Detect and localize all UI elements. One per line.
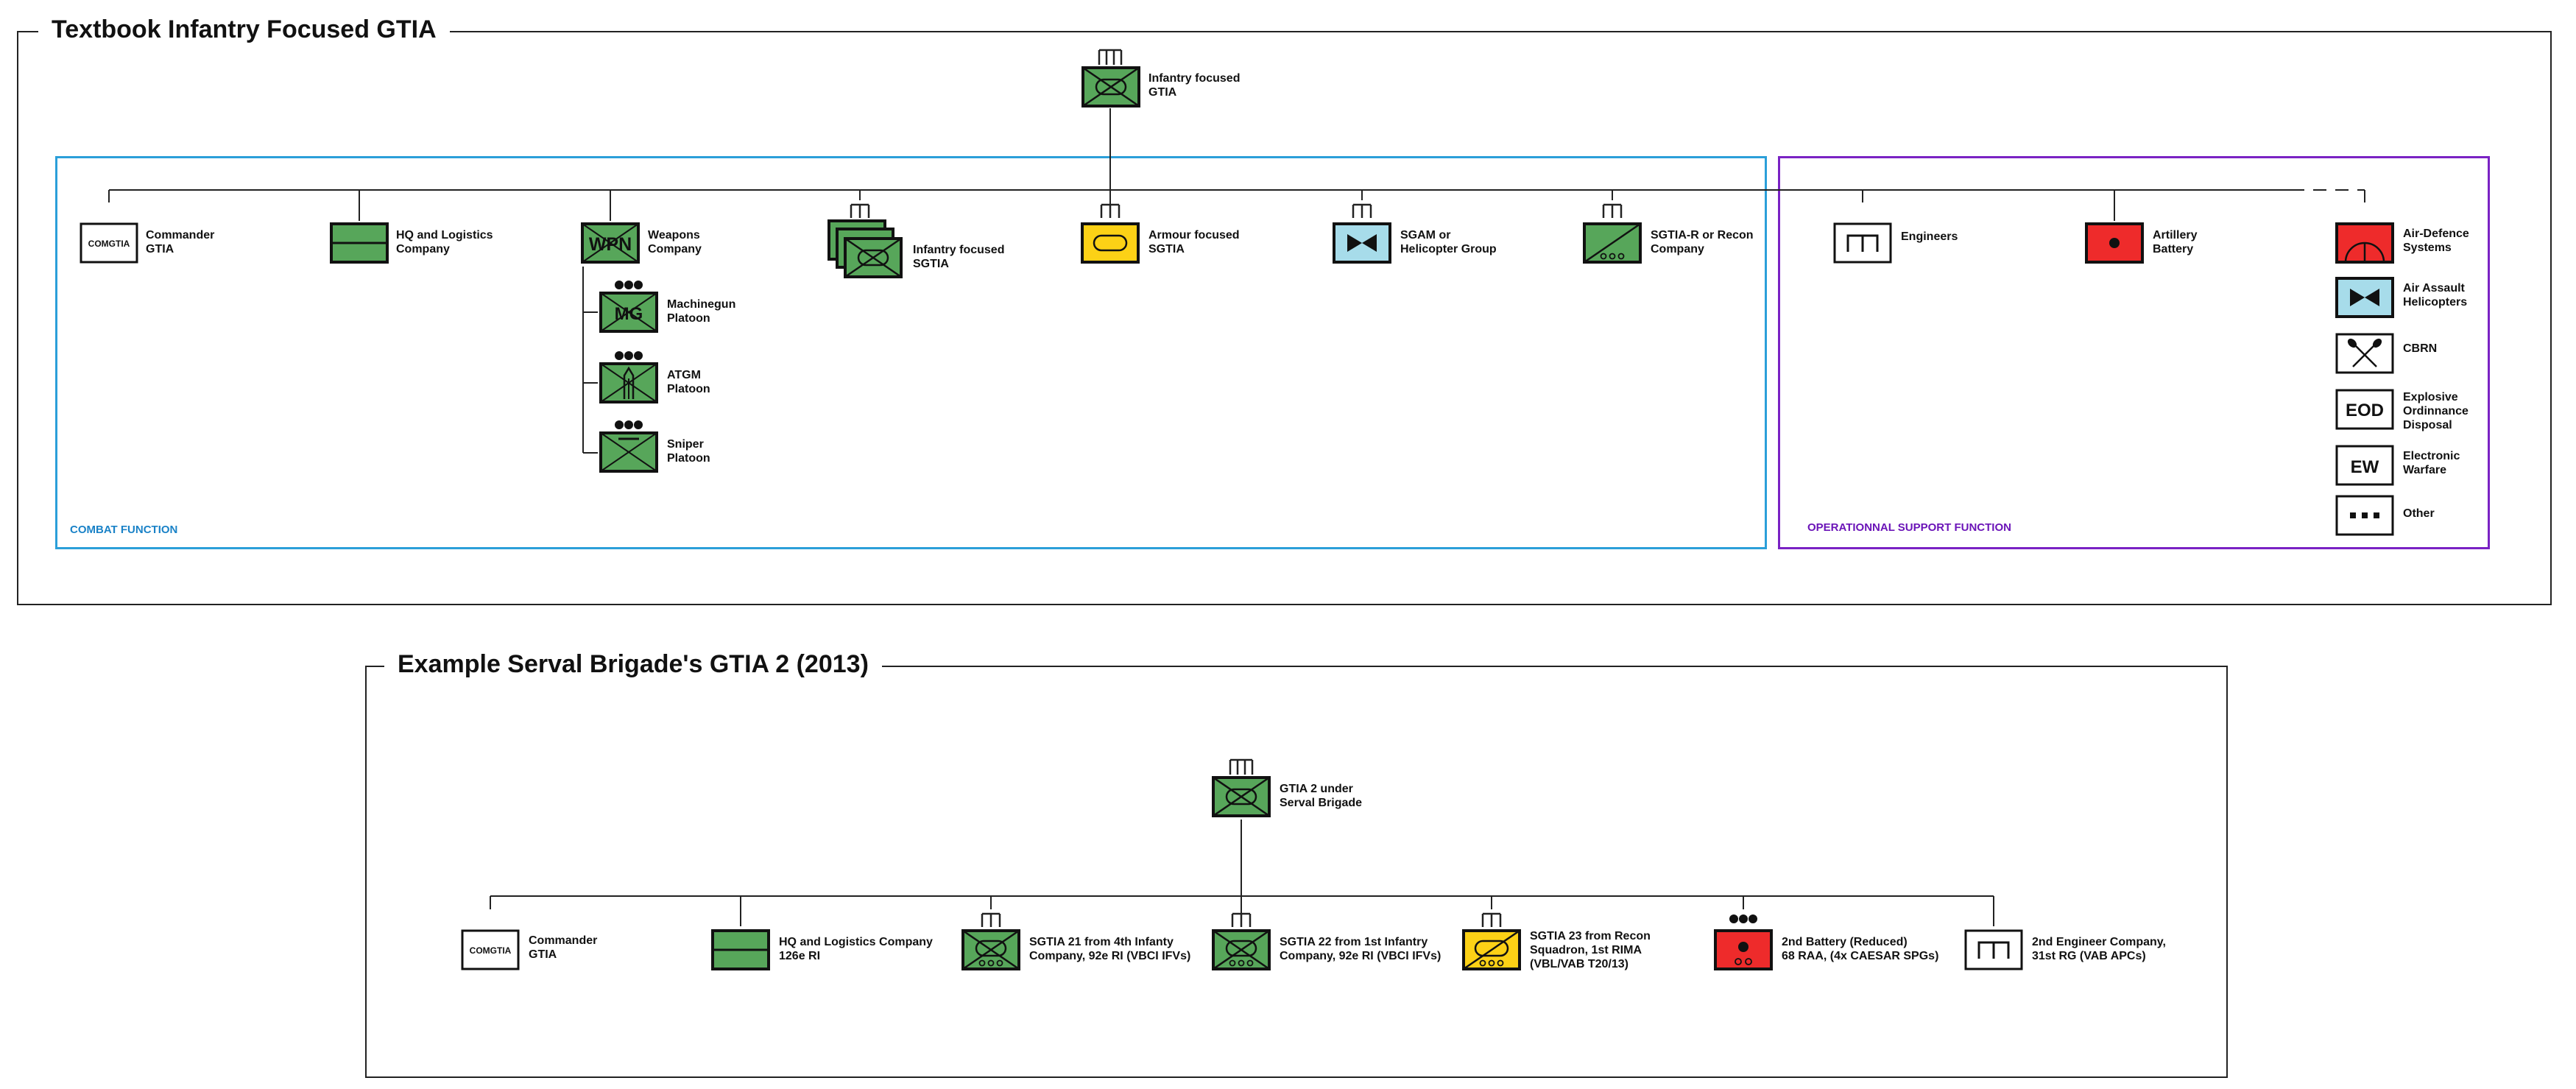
- machinegun-icon[interactable]: MG: [599, 292, 658, 333]
- company-echelon-icon: [1352, 203, 1372, 218]
- hq-logistics-icon[interactable]: [711, 929, 770, 970]
- battalion-echelon-icon: [1229, 758, 1254, 775]
- atgm-platoon-label: ATGM Platoon: [667, 369, 710, 395]
- armour-sgtia-label: Armour focused SGTIA: [1148, 229, 1240, 255]
- example-battery-label: 2nd Battery (Reduced) 68 RAA, (4x CAESAR…: [1782, 936, 1939, 962]
- eod-label: Explosive Ordinnance Disposal: [2403, 391, 2469, 431]
- wheeled-infantry-icon[interactable]: [961, 929, 1020, 970]
- combat-function-box: [55, 156, 1767, 549]
- company-echelon-icon: [981, 912, 1001, 927]
- platoon-echelon-dots: [615, 281, 643, 289]
- recon-company-label: SGTIA-R or Recon Company: [1651, 229, 1754, 255]
- ew-icon[interactable]: EW: [2335, 445, 2394, 486]
- example-commander-label: Commander GTIA: [529, 934, 598, 961]
- wheeled-recon-icon[interactable]: [1462, 929, 1521, 970]
- command-post-icon[interactable]: COMGTIA: [461, 929, 520, 970]
- platoon-echelon-dots: [1729, 914, 1757, 923]
- company-echelon-icon: [850, 203, 870, 218]
- helicopter-icon[interactable]: [1333, 222, 1391, 264]
- platoon-echelon-dots: [615, 351, 643, 360]
- commander-gtia-label: Commander GTIA: [146, 229, 215, 255]
- example-root-label: GTIA 2 under Serval Brigade: [1280, 783, 1363, 809]
- cbrn-label: CBRN: [2403, 342, 2438, 355]
- other-icon[interactable]: [2335, 495, 2394, 536]
- infantry-sgtia-label: Infantry focused SGTIA: [913, 244, 1005, 270]
- textbook-gtia-title: Textbook Infantry Focused GTIA: [38, 15, 450, 44]
- company-echelon-icon: [1231, 912, 1252, 927]
- wheeled-infantry-icon[interactable]: [1212, 929, 1271, 970]
- engineer-icon[interactable]: [1833, 222, 1892, 264]
- weapons-company-label: Weapons Company: [648, 229, 702, 255]
- battalion-echelon-icon: [1098, 49, 1123, 65]
- hq-logistics-label: HQ and Logistics Company: [396, 229, 493, 255]
- example-gtia-title: Example Serval Brigade's GTIA 2 (2013): [384, 649, 882, 679]
- machinegun-platoon-label: Machinegun Platoon: [667, 298, 736, 325]
- sniper-icon[interactable]: [599, 431, 658, 473]
- example-sgtia23-label: SGTIA 23 from Recon Squadron, 1st RIMA (…: [1530, 930, 1651, 970]
- engineers-label: Engineers: [1901, 230, 1958, 243]
- root-gtia-label: Infantry focused GTIA: [1148, 72, 1241, 99]
- machinegun-symbol-text: MG: [615, 304, 643, 324]
- armour-icon[interactable]: [1081, 222, 1140, 264]
- air-defence-icon[interactable]: [2335, 222, 2394, 264]
- company-echelon-icon: [1602, 203, 1623, 218]
- cbrn-icon[interactable]: [2335, 333, 2394, 374]
- artillery-icon[interactable]: [2085, 222, 2144, 264]
- commander-symbol-text: COMGTIA: [88, 239, 130, 249]
- mechanized-infantry-icon[interactable]: [828, 219, 903, 280]
- eod-icon[interactable]: EOD: [2335, 389, 2394, 430]
- example-gtia-frame: [365, 666, 2228, 1078]
- hq-logistics-icon[interactable]: [330, 222, 389, 264]
- sgam-label: SGAM or Helicopter Group: [1400, 229, 1497, 255]
- helicopter-icon[interactable]: [2335, 277, 2394, 318]
- company-echelon-icon: [1481, 912, 1502, 927]
- ew-label: Electronic Warfare: [2403, 450, 2460, 476]
- air-defence-label: Air-Defence Systems: [2403, 228, 2469, 254]
- combat-function-label: COMBAT FUNCTION: [70, 524, 178, 536]
- air-assault-label: Air Assault Helicopters: [2403, 282, 2468, 309]
- example-commander-symbol-text: COMGTIA: [470, 945, 512, 956]
- other-label: Other: [2403, 507, 2435, 520]
- support-function-box: [1778, 156, 2490, 549]
- example-engineer-label: 2nd Engineer Company, 31st RG (VAB APCs): [2032, 936, 2166, 962]
- support-function-label: OPERATIONNAL SUPPORT FUNCTION: [1807, 521, 2011, 534]
- recon-icon[interactable]: [1583, 222, 1642, 264]
- atgm-icon[interactable]: [599, 362, 658, 403]
- example-hq-label: HQ and Logistics Company 126e RI: [779, 936, 933, 962]
- weapons-symbol-text: WPN: [589, 234, 632, 255]
- engineer-icon[interactable]: [1964, 929, 2023, 970]
- artillery-battery-label: Artillery Battery: [2153, 229, 2198, 255]
- wheeled-artillery-icon[interactable]: [1714, 929, 1773, 970]
- example-sgtia21-label: SGTIA 21 from 4th Infanty Company, 92e R…: [1029, 936, 1191, 962]
- platoon-echelon-dots: [615, 420, 643, 429]
- company-echelon-icon: [1100, 203, 1121, 218]
- sniper-platoon-label: Sniper Platoon: [667, 438, 710, 465]
- weapons-icon[interactable]: WPN: [581, 222, 640, 264]
- mechanized-infantry-icon[interactable]: [1081, 66, 1140, 108]
- eod-symbol-text: EOD: [2346, 401, 2384, 420]
- example-sgtia22-label: SGTIA 22 from 1st Infantry Company, 92e …: [1280, 936, 1441, 962]
- ew-symbol-text: EW: [2351, 457, 2379, 477]
- command-post-icon[interactable]: COMGTIA: [80, 222, 138, 264]
- mechanized-infantry-icon[interactable]: [1212, 776, 1271, 817]
- textbook-gtia-frame: [17, 31, 2552, 605]
